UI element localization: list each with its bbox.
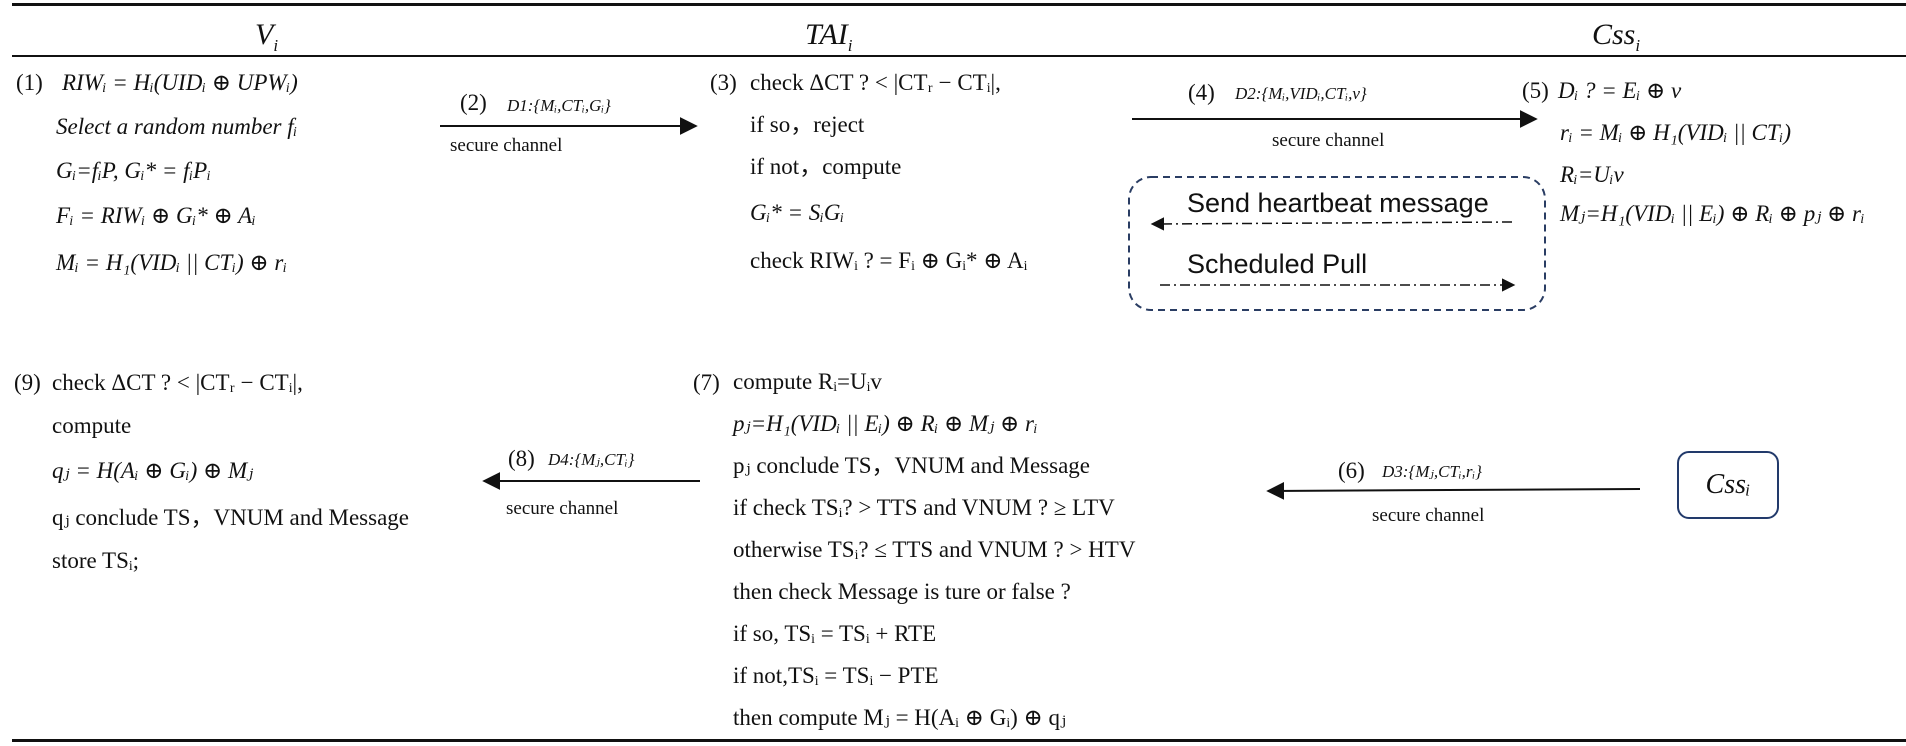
step6-channel-label: secure channel [1372,505,1485,526]
step9-line: qⱼ = H(Aᵢ ⊕ Gᵢ) ⊕ Mⱼ [52,458,254,483]
step6-arrow [1266,481,1641,500]
step7-line: pⱼ=H₁(VIDᵢ || Eᵢ) ⊕ Rᵢ ⊕ Mⱼ ⊕ rᵢ [733,411,1038,436]
header-rule [12,55,1906,57]
step4-channel-label: secure channel [1272,130,1385,151]
step7-line: if check TSᵢ? > TTS and VNUM ? ≥ LTV [733,495,1115,520]
heartbeat-label: Send heartbeat message [1187,188,1489,218]
step9-number: (9) [14,370,41,395]
header-tai: TAIi [805,18,853,55]
step6-number: (6) [1338,458,1365,483]
step8-message: D4:{Mⱼ,CTᵢ} [548,450,635,469]
header-vehicle: Vi [255,18,279,55]
step3-line: check ΔCT ? < |CTᵣ − CTᵢ|, [750,70,1001,95]
header-css: Cssi [1592,18,1641,55]
step1-number: (1) [16,70,43,95]
step4-message: D2:{Mᵢ,VIDᵢ,CTᵢ,v} [1235,84,1367,103]
step1-line: RIWᵢ = Hᵢ(UIDᵢ ⊕ UPWᵢ) [62,70,298,95]
step5-number: (5) [1522,78,1549,103]
step1-line: Mᵢ = H₁(VIDᵢ || CTᵢ) ⊕ rᵢ [56,250,287,275]
step6-message: D3:{Mⱼ,CTᵢ,rᵢ} [1382,462,1482,481]
heartbeat-arrow [1150,217,1513,231]
step2-channel-label: secure channel [450,135,563,156]
step5-line: Rᵢ=Uᵢv [1560,162,1624,187]
step9-line: store TSᵢ; [52,548,140,573]
step5-line: Mⱼ=H₁(VIDᵢ || Eᵢ) ⊕ Rᵢ ⊕ pⱼ ⊕ rᵢ [1560,201,1865,226]
step3-line: Gᵢ* = SᵢGᵢ [750,200,845,225]
step7-line: pⱼ conclude TS，VNUM and Message [733,453,1090,478]
step1-line: Gᵢ=fᵢP, Gᵢ* = fᵢPᵢ [56,158,211,183]
scheduled-pull-label: Scheduled Pull [1187,249,1368,279]
step8-channel-label: secure channel [506,498,619,519]
step9-line: compute [52,413,132,438]
step8-number: (8) [508,446,535,471]
step7-line: otherwise TSᵢ? ≤ TTS and VNUM ? > HTV [733,537,1136,562]
step7-number: (7) [693,370,720,395]
step5-line: Dᵢ ? = Eᵢ ⊕ v [1558,78,1682,103]
heartbeat-box [1128,176,1546,311]
step7-line: then check Message is ture or false ? [733,579,1071,604]
step7-line: if not,TSᵢ = TSᵢ − PTE [733,663,939,688]
step2-number: (2) [460,90,487,115]
step3-line: if not，compute [750,154,902,179]
step3-number: (3) [710,70,737,95]
step7-line: then compute Mⱼ = H(Aᵢ ⊕ Gᵢ) ⊕ qⱼ [733,705,1067,730]
step3-line: if so，reject [750,112,865,137]
step1-line: Fᵢ = RIWᵢ ⊕ Gᵢ* ⊕ Aᵢ [56,203,256,228]
step2-message: D1:{Mᵢ,CTᵢ,Gᵢ} [507,96,611,115]
css-node-box: Cssᵢ [1677,451,1779,519]
step9-line: qⱼ conclude TS，VNUM and Message [52,505,409,530]
bottom-rule [12,739,1906,742]
step7-line: if so, TSᵢ = TSᵢ + RTE [733,621,937,646]
step3-line: check RIWᵢ ? = Fᵢ ⊕ Gᵢ* ⊕ Aᵢ [750,248,1028,273]
step4-number: (4) [1188,80,1215,105]
top-rule [12,3,1906,6]
step1-line: Select a random number fᵢ [56,114,298,139]
step5-line: rᵢ = Mᵢ ⊕ H₁(VIDᵢ || CTᵢ) [1560,120,1791,145]
step9-line: check ΔCT ? < |CTᵣ − CTᵢ|, [52,370,303,395]
step7-line: compute Rᵢ=Uᵢv [733,369,882,394]
